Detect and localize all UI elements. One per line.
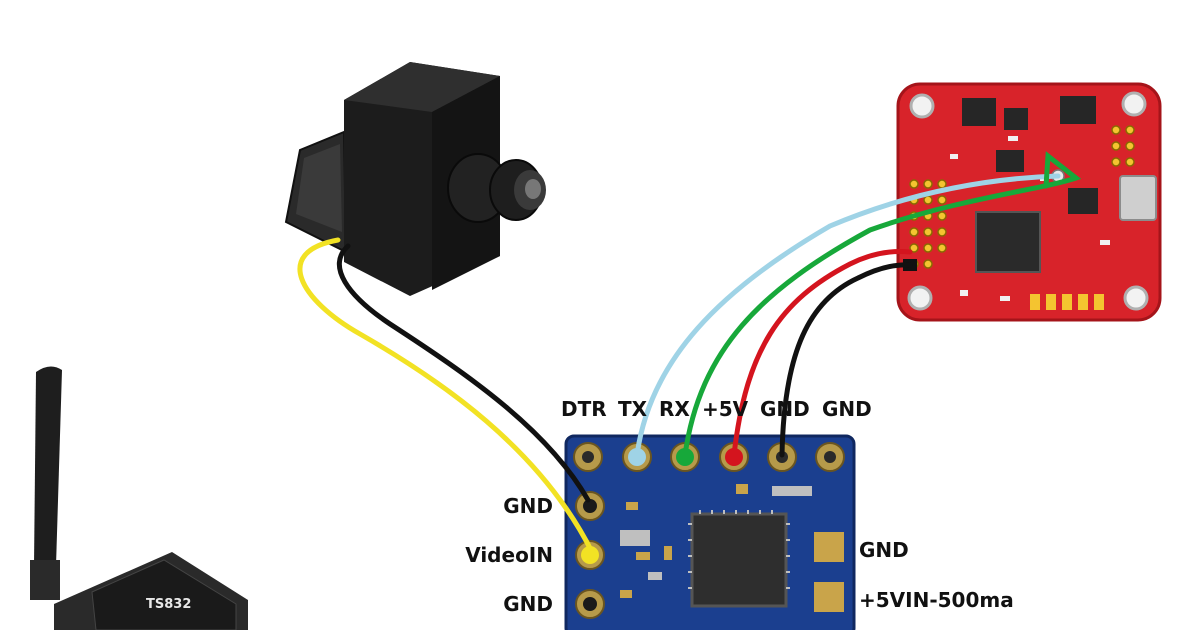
wire-video	[297, 237, 595, 555]
wire-rx	[682, 151, 1082, 458]
right-pin-labels: GND +5VIN-500ma	[859, 538, 1014, 612]
wire-camera-gnd	[336, 243, 591, 503]
wire-5v	[731, 249, 913, 458]
osd-board	[564, 434, 856, 630]
pin-label-video-in: VideoIN	[465, 543, 553, 567]
transmitter-model: TS832	[146, 597, 191, 612]
wire-tx	[634, 173, 1061, 458]
flight-controller-board	[896, 82, 1162, 322]
wire-terminals	[581, 448, 743, 564]
camera	[284, 62, 546, 296]
top-pin-labels: DTR TX RX +5V GND GND	[561, 397, 872, 421]
pin-label-tx: TX	[618, 397, 648, 421]
wires	[297, 151, 1082, 555]
pin-label-dtr: DTR	[561, 397, 607, 421]
left-pin-labels: GND VideoIN GND	[465, 494, 553, 616]
pin-label-gnd-bottom: GND	[503, 592, 553, 616]
pin-label-gnd-right: GND	[859, 538, 909, 562]
pin-label-gnd-1: GND	[760, 397, 810, 421]
pin-label-gnd-2: GND	[822, 397, 872, 421]
pin-label-rx: RX	[659, 397, 690, 421]
pin-label-vin: +5VIN-500ma	[859, 588, 1014, 612]
video-transmitter: TS832	[30, 366, 248, 630]
pin-label-5v: +5V	[702, 397, 749, 421]
wire-gnd	[779, 262, 913, 458]
pin-label-gnd-top: GND	[503, 494, 553, 518]
